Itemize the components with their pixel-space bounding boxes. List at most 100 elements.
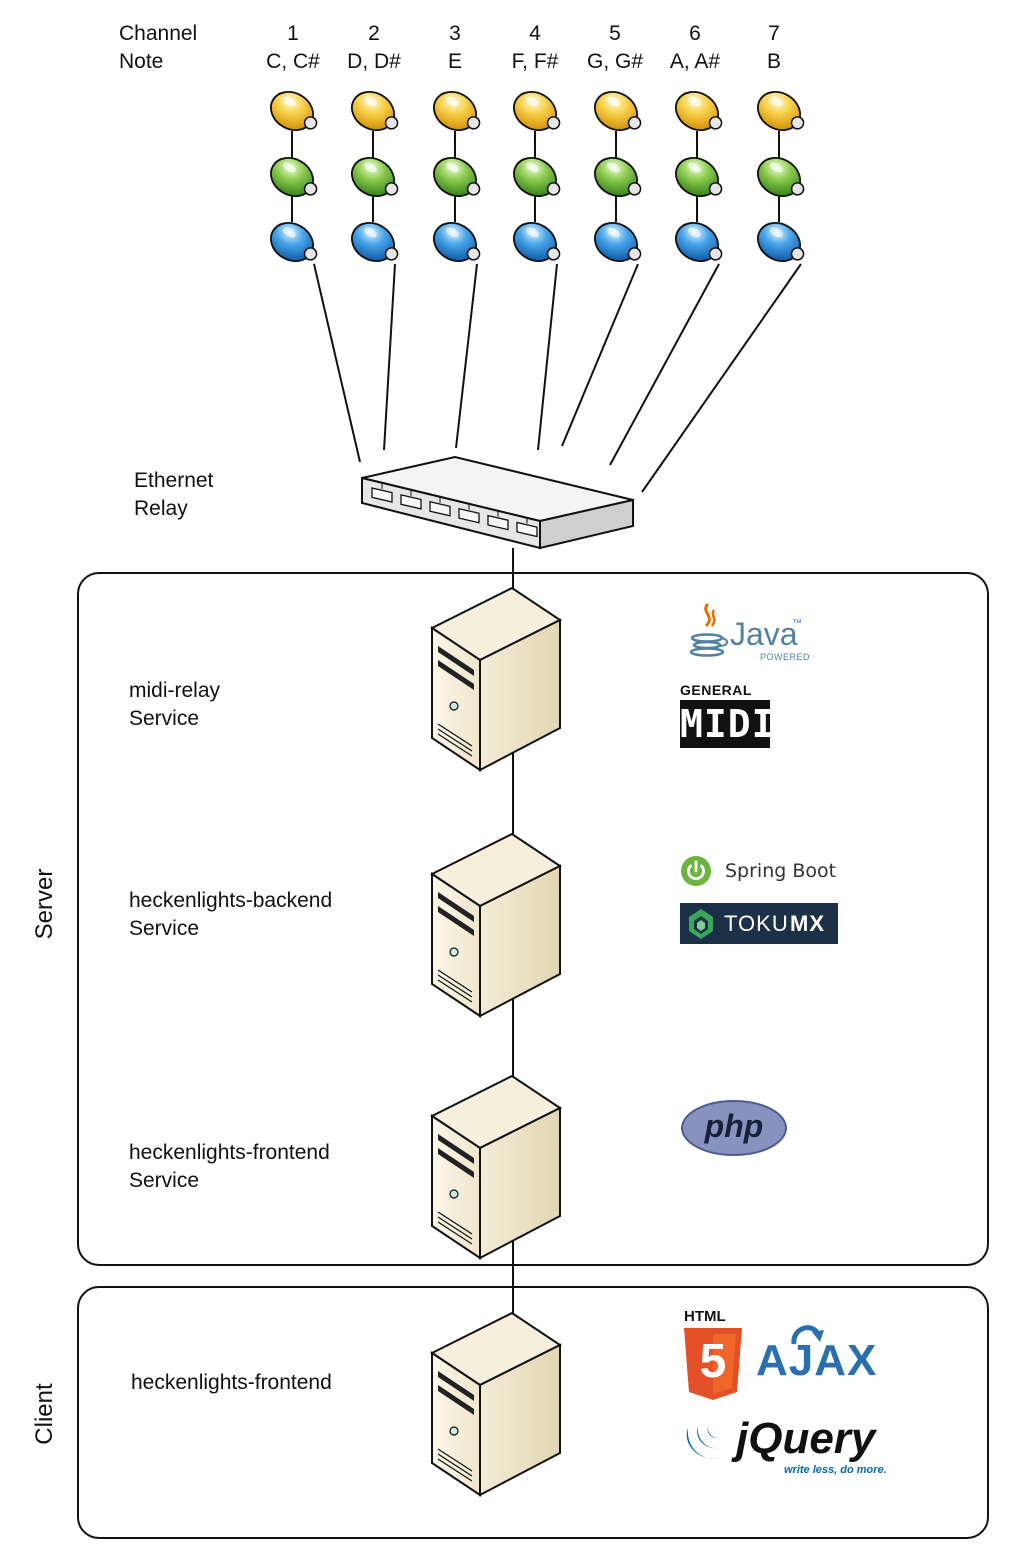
yellow-bulb: [675, 91, 723, 131]
channel-number: 5: [609, 22, 621, 45]
blue-bulb: [351, 222, 399, 262]
yellow-bulb: [594, 91, 642, 131]
html5-shield-icon: [684, 1328, 742, 1400]
spring-boot-logo: Spring Boot: [680, 855, 850, 889]
service-label-line1: heckenlights-backend: [129, 889, 333, 912]
green-bulb: [675, 157, 723, 197]
channel-wire: [537, 263, 558, 451]
yellow-bulb: [513, 91, 561, 131]
channel-wire: [383, 263, 396, 451]
channel-header-label: Channel: [119, 22, 198, 45]
channel-notes: A, A#: [669, 50, 721, 73]
blue-bulb: [675, 222, 723, 262]
channel-number: 6: [689, 22, 701, 45]
channel-number: 1: [287, 22, 299, 45]
jquery-wordmark: jQuery: [736, 1414, 876, 1463]
channel-wire: [561, 263, 639, 447]
server-icon: [430, 1074, 562, 1260]
blue-bulb: [757, 222, 805, 262]
relay-label-line2: Relay: [134, 497, 188, 520]
java-tm: ™: [792, 618, 802, 629]
java-cup-icon: [689, 602, 728, 657]
blue-bulb: [433, 222, 481, 262]
relay-port: [371, 487, 393, 503]
service-label-line2: Service: [129, 707, 200, 730]
channel-number: 4: [529, 22, 541, 45]
relay-port: [429, 500, 451, 517]
html5-top: HTML: [684, 1308, 726, 1325]
php-wordmark: php: [704, 1108, 764, 1144]
channel-notes: F, F#: [511, 50, 559, 73]
tokumx-wordmark-2: MX: [790, 911, 825, 936]
jquery-logo: jQuery write less, do more.: [680, 1414, 920, 1478]
java-wordmark: Java: [730, 616, 798, 652]
server-icon: [430, 586, 562, 772]
yellow-bulb: [351, 91, 399, 131]
php-ellipse: [681, 1100, 787, 1156]
relay-port: [487, 514, 509, 531]
general-midi-main-box: MIDI: [680, 700, 776, 748]
green-bulb: [270, 157, 318, 197]
channel-wire: [455, 263, 478, 449]
yellow-bulb: [757, 91, 805, 131]
channel-wire: [641, 263, 802, 493]
green-bulb: [351, 157, 399, 197]
light-strings: [270, 91, 805, 262]
service-label-line2: Service: [129, 1169, 200, 1192]
service-label-line2: Service: [129, 917, 200, 940]
yellow-bulb: [270, 91, 318, 131]
note-header-label: Note: [119, 50, 164, 73]
server-icon: [430, 1311, 562, 1497]
relay-port: [400, 494, 422, 510]
client-group-box: [77, 1286, 989, 1539]
blue-bulb: [513, 222, 561, 262]
relay-label-line1: Ethernet: [134, 469, 214, 492]
channel-number: 2: [368, 22, 380, 45]
ethernet-relay-icon: [361, 455, 634, 550]
ajax-logo: AJAX: [756, 1318, 906, 1385]
blue-bulb: [594, 222, 642, 262]
channel-notes: B: [766, 50, 781, 73]
servers: [430, 586, 562, 1497]
ajax-wordmark: AJAX: [756, 1336, 878, 1385]
java-logo: Java ™ POWERED: [686, 600, 810, 666]
html5-number: 5: [699, 1335, 727, 1388]
ajax-refresh-arrow-icon: [791, 1325, 824, 1345]
channel-notes: E: [447, 50, 462, 73]
general-midi-main: MIDI: [680, 702, 776, 746]
channel-number: 7: [768, 22, 780, 45]
relay-port: [458, 507, 480, 524]
channel-notes: G, G#: [586, 50, 644, 73]
tokumx-logo: TOKU MX: [680, 903, 838, 944]
green-bulb: [513, 157, 561, 197]
channel-notes: D, D#: [347, 50, 401, 73]
channel-number: 3: [449, 22, 461, 45]
channel-wire: [313, 263, 361, 463]
service-label-line1: heckenlights-frontend: [129, 1141, 330, 1164]
channel-wire: [609, 263, 720, 466]
blue-bulb: [270, 222, 318, 262]
tokumx-leaf-icon: [689, 909, 713, 939]
general-midi-logo: GENERAL MIDI: [680, 682, 776, 748]
client-group-label: Client: [31, 1383, 58, 1445]
html5-logo: HTML 5: [682, 1308, 744, 1402]
general-midi-top: GENERAL: [680, 682, 752, 698]
java-powered: POWERED: [760, 652, 811, 662]
server-icon: [430, 832, 562, 1018]
green-bulb: [757, 157, 805, 197]
green-bulb: [433, 157, 481, 197]
service-label-line1: midi-relay: [129, 679, 221, 702]
jquery-swoosh-icon: [686, 1426, 722, 1459]
green-bulb: [594, 157, 642, 197]
server-group-box: [77, 572, 989, 1266]
relay-port: [516, 521, 538, 538]
jquery-tagline: write less, do more.: [784, 1464, 887, 1476]
client-service-label: heckenlights-frontend: [131, 1371, 332, 1394]
php-logo: php: [681, 1100, 787, 1156]
server-group-label: Server: [31, 868, 58, 940]
yellow-bulb: [433, 91, 481, 131]
spring-power-icon: [681, 856, 711, 886]
spring-boot-wordmark: Spring Boot: [725, 860, 837, 882]
tokumx-wordmark-1: TOKU: [724, 911, 789, 936]
